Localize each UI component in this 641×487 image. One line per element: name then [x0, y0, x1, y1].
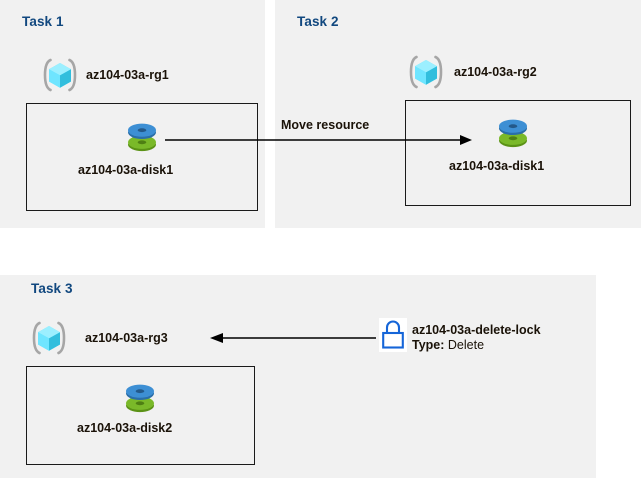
- lock-type-value: Delete: [447, 338, 485, 352]
- move-resource-arrow: [160, 124, 480, 156]
- managed-disk-icon: [491, 110, 535, 154]
- task-1-title: Task 1: [22, 14, 64, 29]
- lock-applies-arrow: [204, 325, 379, 351]
- lock-details: az104-03a-delete-lock Type: Delete: [412, 323, 541, 353]
- task-3-resource-box: [26, 366, 255, 465]
- task-2-resource-group-label: az104-03a-rg2: [454, 65, 537, 79]
- resource-group-icon: [40, 56, 80, 94]
- move-resource-label: Move resource: [281, 118, 370, 132]
- managed-disk-icon: [118, 375, 162, 419]
- lock-icon: [379, 318, 407, 352]
- managed-disk-icon: [120, 114, 164, 158]
- task-1-resource-label: az104-03a-disk1: [78, 163, 174, 177]
- task-1-resource-group-label: az104-03a-rg1: [86, 68, 169, 82]
- lock-type-key: Type:: [412, 338, 448, 352]
- task-2-resource-box: [405, 100, 631, 206]
- task-3-resource-group-label: az104-03a-rg3: [85, 331, 168, 345]
- lock-name-label: az104-03a-delete-lock: [412, 323, 541, 337]
- resource-group-icon: [406, 53, 446, 91]
- task-3-resource-label: az104-03a-disk2: [77, 421, 173, 435]
- resource-group-icon: [29, 319, 69, 357]
- task-2-title: Task 2: [297, 14, 339, 29]
- lock-type-line: Type: Delete: [412, 338, 541, 353]
- task-1-resource-box: [26, 103, 258, 211]
- task-3-title: Task 3: [31, 281, 73, 296]
- task-2-resource-label: az104-03a-disk1: [449, 159, 545, 173]
